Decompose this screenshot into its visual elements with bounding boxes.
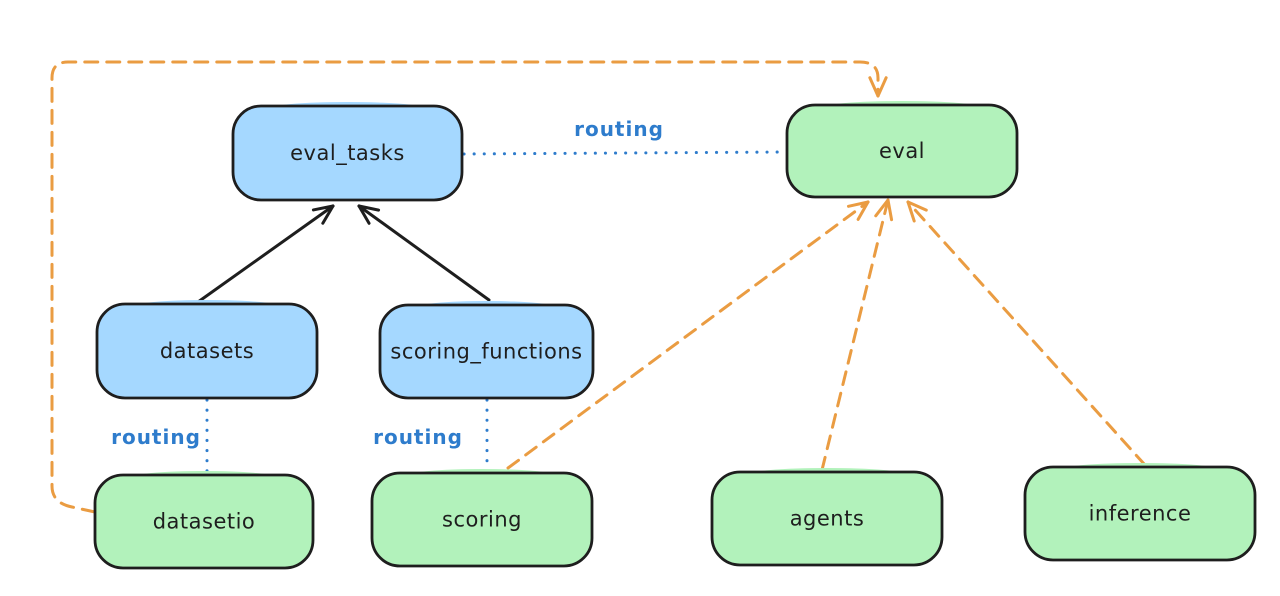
node-eval_tasks: eval_tasks	[231, 102, 464, 202]
edge-label-routing: routing	[574, 117, 664, 141]
arrowhead-line	[311, 204, 335, 212]
edge-eval-tasks-to-eval-routing-line	[462, 150, 788, 156]
node-datasets-shape	[95, 302, 319, 400]
node-scoring-shape	[370, 471, 594, 568]
node-datasets-label: datasets	[160, 339, 254, 363]
node-agents-label: agents	[790, 507, 865, 531]
edge-label-routing: routing	[373, 425, 463, 449]
node-datasetio-shape	[93, 473, 315, 570]
node-inference-label: inference	[1089, 502, 1192, 526]
edge-eval-tasks-to-eval-routing: routing	[462, 117, 788, 156]
arrowhead-line	[856, 200, 870, 221]
node-scoring_functions-label: scoring_functions	[390, 340, 582, 365]
arrowhead-line	[906, 200, 928, 212]
node-scoring_functions: scoring_functions	[378, 301, 595, 400]
edge-agents-to-eval	[820, 198, 894, 472]
node-datasets: datasets	[95, 300, 319, 400]
edge-datasets-to-eval-tasks	[196, 204, 335, 304]
edge-label-routing: routing	[111, 425, 201, 449]
node-inference-shape	[1023, 465, 1257, 562]
edge-datasets-to-eval-tasks-line	[196, 204, 335, 304]
arrowhead-line	[357, 204, 381, 212]
node-agents: agents	[710, 468, 944, 567]
edge-scoring-functions-to-scoring-routing: routing	[373, 398, 489, 472]
edge-inference-to-eval	[906, 200, 1147, 467]
node-scoring: scoring	[370, 469, 594, 568]
arrowhead-line	[846, 200, 870, 208]
edge-scoring-to-eval-line	[506, 200, 870, 470]
node-datasetio-label: datasetio	[153, 510, 256, 534]
arrowhead-line	[874, 198, 890, 218]
arrowhead-line	[876, 76, 888, 98]
arrowhead-line	[886, 198, 894, 222]
node-inference: inference	[1023, 463, 1257, 562]
edge-layer: routing routing routing	[50, 60, 1147, 514]
node-eval: eval	[785, 101, 1019, 199]
edge-datasetio-to-eval	[50, 60, 888, 514]
node-layer: eval_tasks eval datasets scoring_functionsd…	[93, 101, 1257, 570]
edge-datasetio-to-eval-line	[50, 60, 880, 514]
node-eval_tasks-label: eval_tasks	[290, 141, 405, 166]
arrowhead-line	[868, 76, 880, 98]
edge-scoring-functions-to-eval-tasks	[357, 204, 491, 302]
arrowhead-line	[906, 200, 916, 223]
edge-scoring-functions-to-eval-tasks-line	[357, 204, 491, 302]
edge-agents-to-eval-line	[820, 198, 890, 472]
node-scoring_functions-shape	[378, 303, 595, 400]
edge-inference-to-eval-line	[906, 200, 1147, 467]
node-eval_tasks-shape	[231, 104, 464, 202]
arrowhead-line	[357, 204, 371, 225]
node-datasetio: datasetio	[93, 471, 315, 570]
arrowhead-line	[321, 204, 335, 225]
node-scoring-label: scoring	[442, 508, 522, 532]
edge-datasets-to-datasetio-routing: routing	[111, 398, 209, 474]
edge-scoring-to-eval	[506, 200, 870, 470]
node-eval-shape	[785, 103, 1019, 199]
node-eval-label: eval	[879, 139, 925, 163]
node-agents-shape	[710, 470, 944, 567]
